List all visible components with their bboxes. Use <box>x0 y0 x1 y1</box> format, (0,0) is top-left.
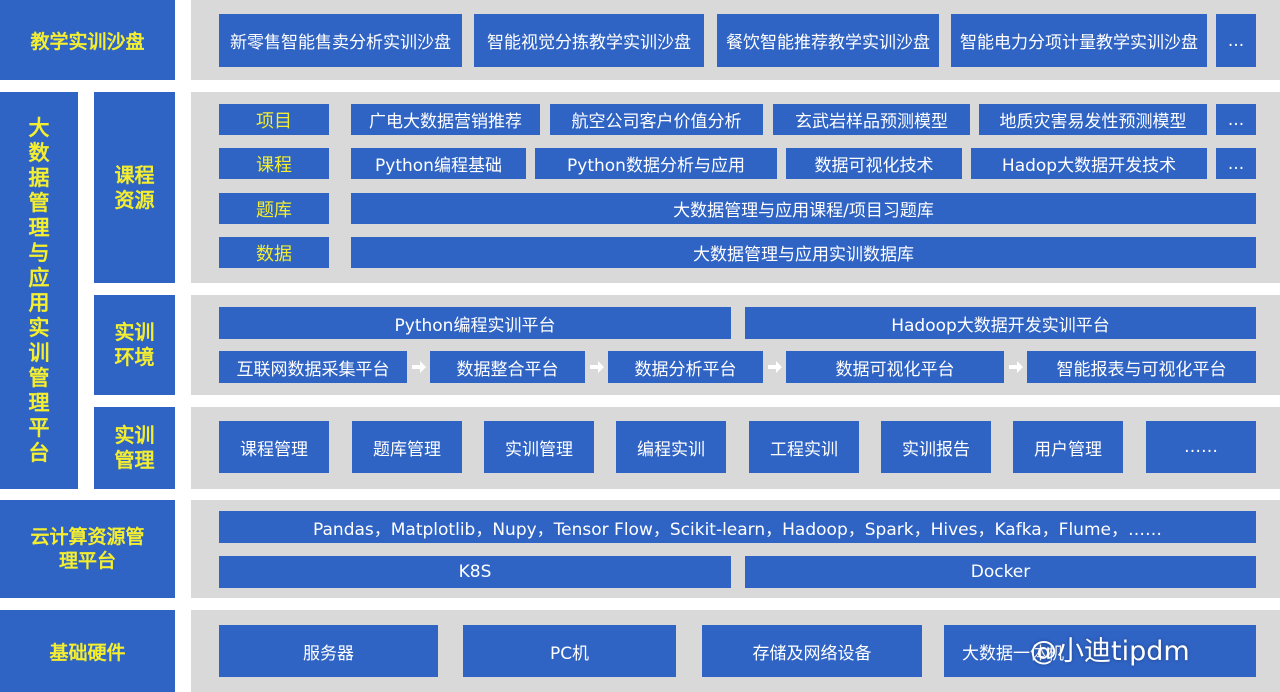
mgmt-item: 实训管理 <box>484 421 594 473</box>
hardware-label-text: 基础硬件 <box>49 641 126 664</box>
question-bank-value: 大数据管理与应用课程/项目习题库 <box>351 193 1256 224</box>
mgmt-item-more: …… <box>1146 421 1256 473</box>
platform-hadoop: Hadoop大数据开发实训平台 <box>745 307 1256 339</box>
sandbox-item: 智能电力分项计量教学实训沙盘 <box>951 14 1207 67</box>
row-label-course: 课程 <box>219 148 329 179</box>
hardware-item: 服务器 <box>219 625 438 677</box>
mgmt-item: 工程实训 <box>749 421 859 473</box>
arrow-right-icon <box>412 360 426 374</box>
project-item: 玄武岩样品预测模型 <box>773 104 970 135</box>
mgmt-item: 课程管理 <box>219 421 329 473</box>
training-env-label: 实训环境 <box>94 295 175 395</box>
watermark: @小迪tipdm <box>1030 636 1190 667</box>
cloud-label-text: 云计算资源管理平台 <box>30 526 145 572</box>
arrow-right-icon <box>768 360 782 374</box>
row-label-question-bank: 题库 <box>219 193 329 224</box>
sandbox-item: 餐饮智能推荐教学实训沙盘 <box>717 14 939 67</box>
sandbox-item-more: ... <box>1216 14 1256 67</box>
training-mgmt-label-text: 实训管理 <box>114 423 155 472</box>
sandbox-label-text: 教学实训沙盘 <box>30 30 145 53</box>
mgmt-item: 题库管理 <box>352 421 462 473</box>
mgmt-item: 用户管理 <box>1013 421 1123 473</box>
arrow-right-icon <box>1009 360 1023 374</box>
pipeline-step: 互联网数据采集平台 <box>219 351 407 383</box>
hardware-item: 存储及网络设备 <box>702 625 922 677</box>
training-env-label-text: 实训环境 <box>114 320 155 369</box>
pipeline-step: 智能报表与可视化平台 <box>1027 351 1256 383</box>
hardware-item: PC机 <box>463 625 676 677</box>
course-item: Python编程基础 <box>351 148 526 179</box>
course-resources-label: 课程资源 <box>94 92 175 283</box>
hardware-label: 基础硬件 <box>0 610 175 692</box>
course-item: Python数据分析与应用 <box>535 148 777 179</box>
pipeline-step: 数据可视化平台 <box>786 351 1004 383</box>
course-item: Hadop大数据开发技术 <box>971 148 1207 179</box>
pipeline-step: 数据整合平台 <box>430 351 585 383</box>
project-item-more: ... <box>1216 104 1256 135</box>
platform-label: 大数据管理与应用实训管理平台 <box>0 92 78 489</box>
course-item-more: ... <box>1216 148 1256 179</box>
infra-k8s: K8S <box>219 556 731 588</box>
arrow-right-icon <box>590 360 604 374</box>
row-label-data: 数据 <box>219 237 329 268</box>
platform-label-text: 大数据管理与应用实训管理平台 <box>28 115 50 465</box>
project-item: 航空公司客户价值分析 <box>550 104 763 135</box>
project-item: 地质灾害易发性预测模型 <box>979 104 1207 135</box>
infra-docker: Docker <box>745 556 1256 588</box>
pipeline-step: 数据分析平台 <box>608 351 763 383</box>
course-item: 数据可视化技术 <box>786 148 962 179</box>
sandbox-label: 教学实训沙盘 <box>0 0 175 80</box>
cloud-label: 云计算资源管理平台 <box>0 500 175 598</box>
course-resources-label-text: 课程资源 <box>114 162 155 212</box>
platform-python: Python编程实训平台 <box>219 307 731 339</box>
sandbox-item: 新零售智能售卖分析实训沙盘 <box>219 14 462 67</box>
row-label-project: 项目 <box>219 104 329 135</box>
hardware-item: 大数据一体机 <box>944 625 1256 677</box>
project-item: 广电大数据营销推荐 <box>351 104 540 135</box>
cloud-libraries: Pandas，Matplotlib，Nupy，Tensor Flow，Sciki… <box>219 511 1256 543</box>
sandbox-item: 智能视觉分拣教学实训沙盘 <box>474 14 704 67</box>
data-value: 大数据管理与应用实训数据库 <box>351 237 1256 268</box>
mgmt-item: 实训报告 <box>881 421 991 473</box>
mgmt-item: 编程实训 <box>616 421 726 473</box>
training-mgmt-label: 实训管理 <box>94 407 175 489</box>
